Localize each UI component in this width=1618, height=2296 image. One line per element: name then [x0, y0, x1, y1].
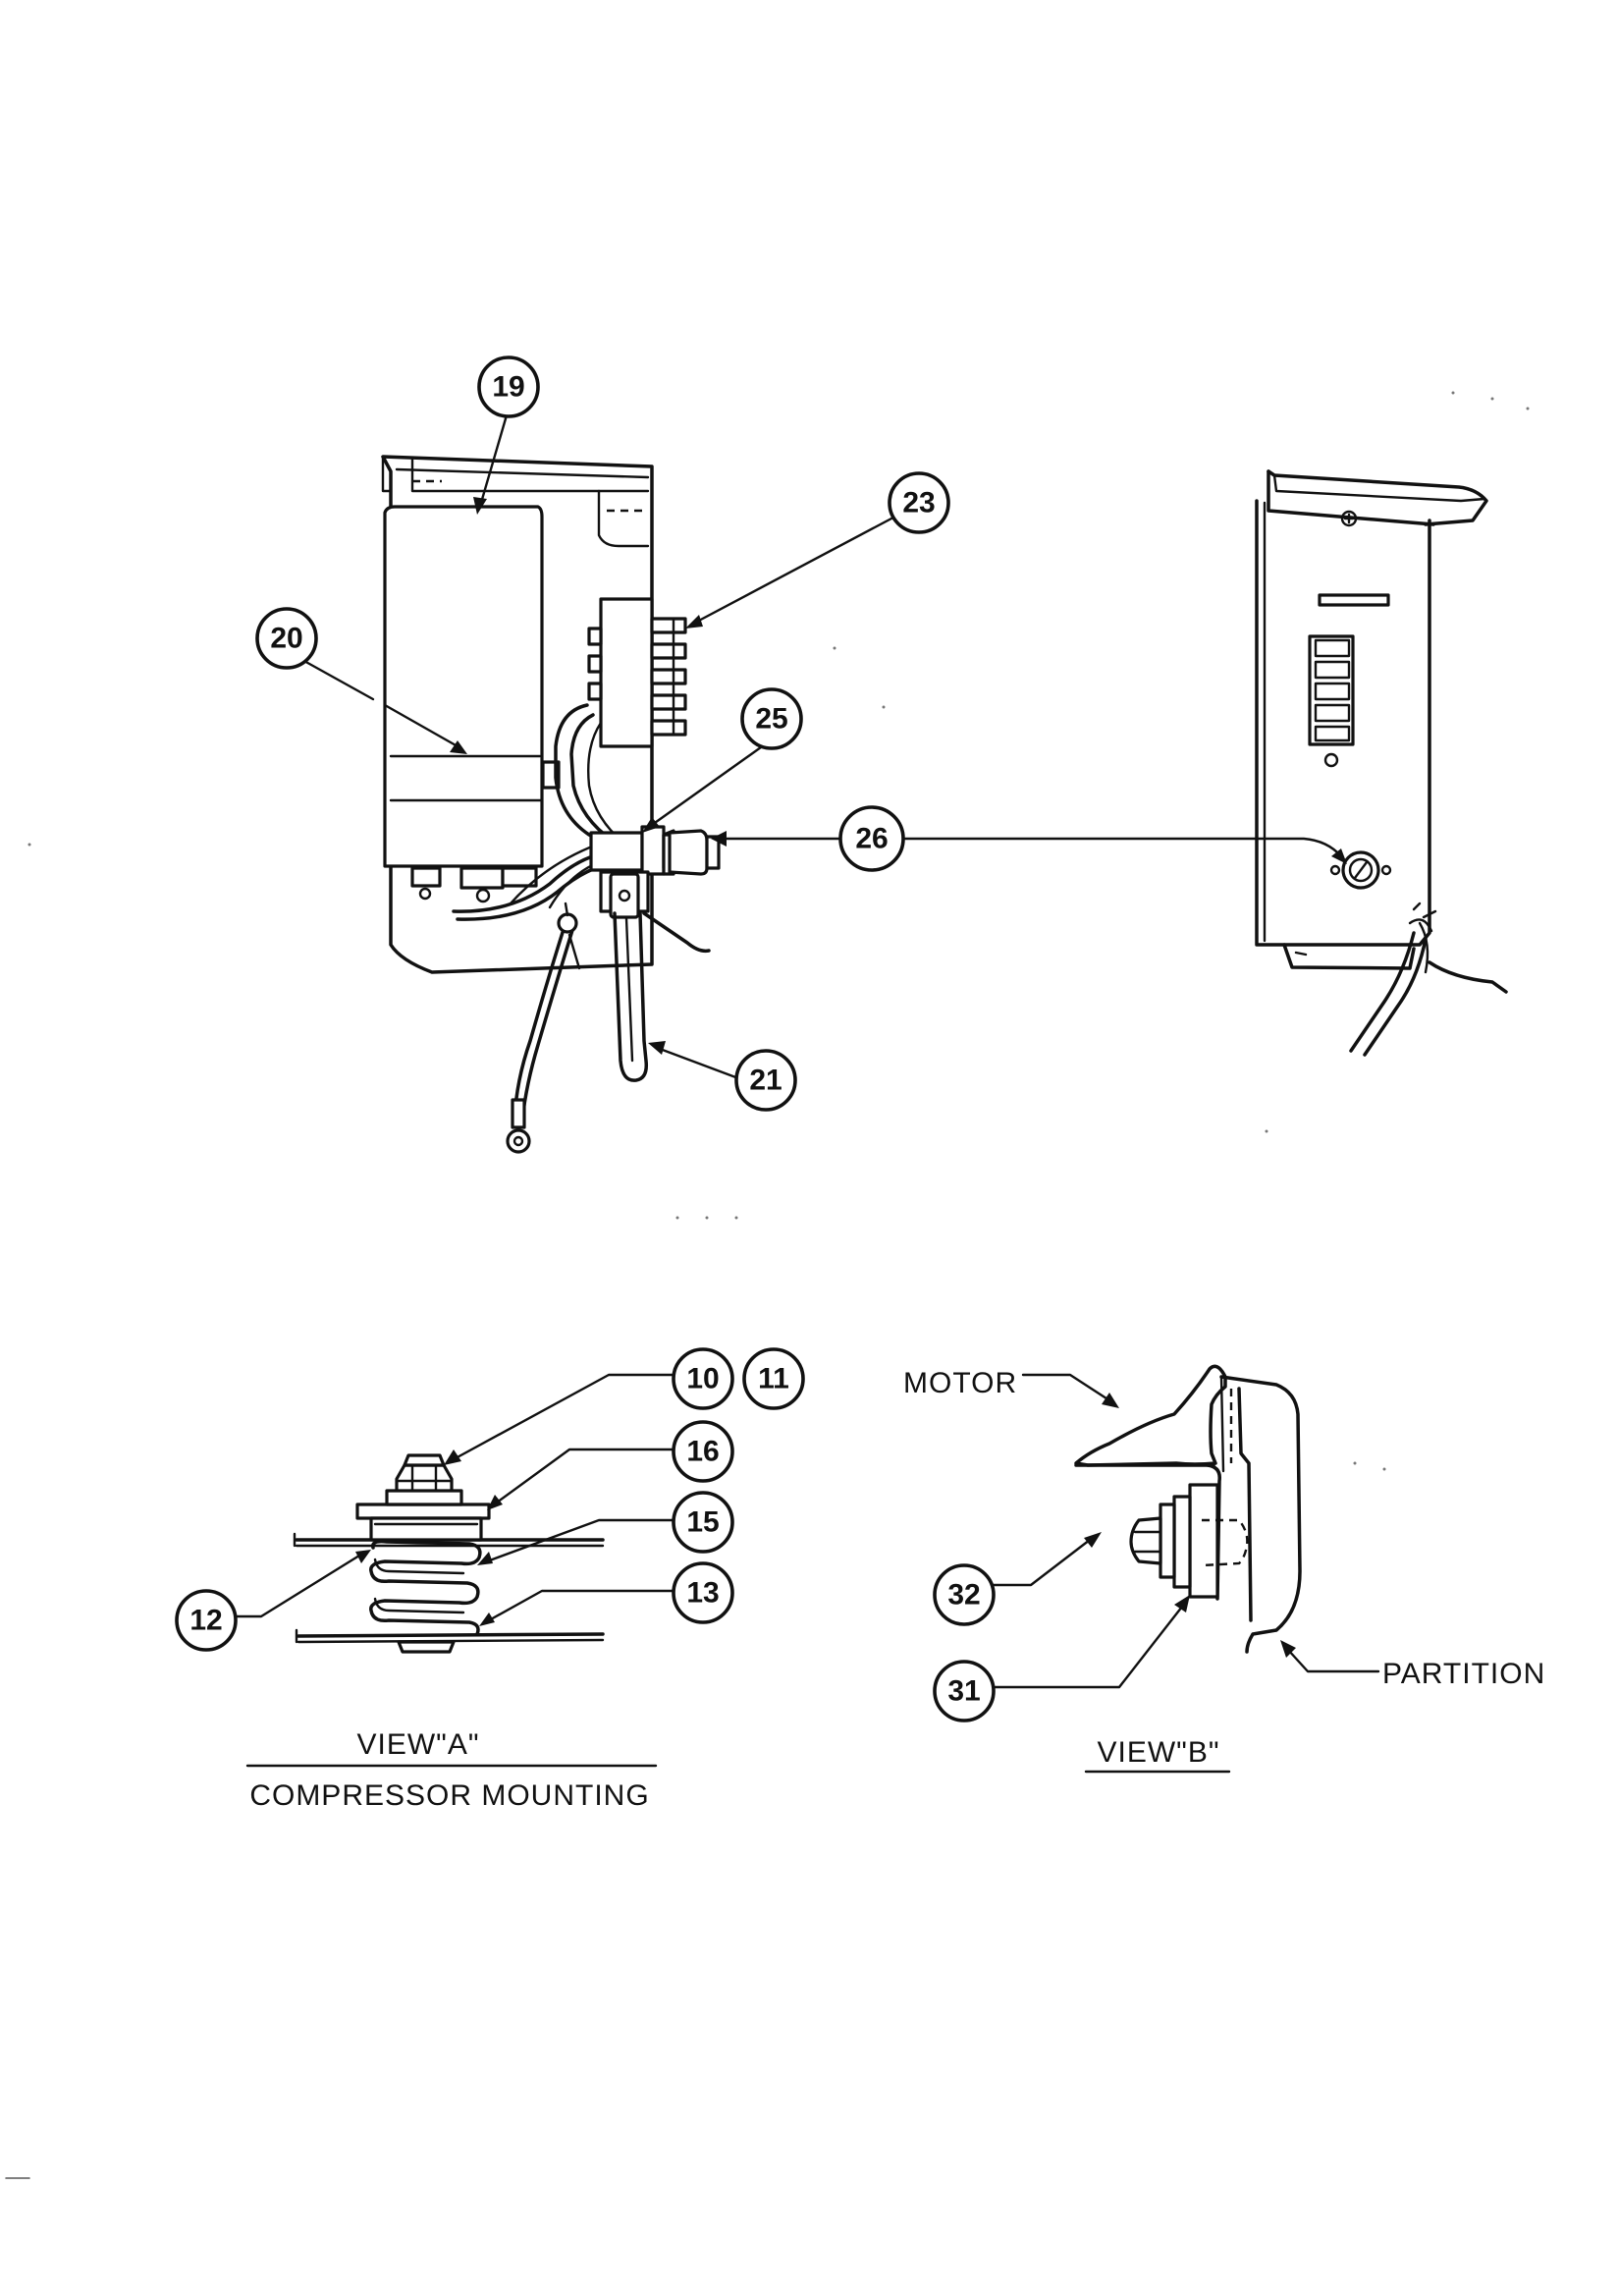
svg-text:10: 10 — [686, 1363, 719, 1395]
wiring-harness — [452, 703, 630, 921]
svg-text:19: 19 — [492, 371, 524, 404]
callout-13: 13 — [672, 1561, 734, 1624]
callout-16: 16 — [672, 1420, 734, 1483]
callout-11: 11 — [742, 1347, 805, 1410]
power-cord — [613, 911, 711, 1082]
view-b-title: VIEW"B" — [1084, 1736, 1231, 1774]
terminal-block — [587, 597, 687, 748]
view-a-compressor-mounting — [293, 1453, 605, 1654]
view-a-label: VIEW"A" — [357, 1728, 480, 1761]
svg-text:32: 32 — [947, 1579, 980, 1612]
callout-32: 32 — [933, 1563, 996, 1626]
view-a-caption: COMPRESSOR MOUNTING — [249, 1779, 649, 1812]
switch-panel — [1308, 634, 1355, 768]
svg-text:16: 16 — [686, 1436, 719, 1468]
callout-20: 20 — [255, 607, 318, 670]
svg-text:12: 12 — [189, 1605, 222, 1637]
leader-lines — [234, 407, 1380, 1689]
view-a-title: VIEW"A" COMPRESSOR MOUNTING — [245, 1728, 658, 1812]
svg-text:11: 11 — [758, 1363, 789, 1395]
callout-25: 25 — [740, 687, 803, 750]
svg-text:25: 25 — [755, 703, 787, 736]
callout-26: 26 — [838, 805, 905, 872]
connector-block — [589, 825, 683, 919]
receptacle — [1329, 850, 1392, 890]
control-box-front-view — [1255, 469, 1508, 1057]
svg-text:23: 23 — [902, 487, 935, 519]
control-box-side-view — [381, 455, 721, 1154]
callout-12: 12 — [175, 1589, 238, 1652]
ground-wire — [506, 902, 581, 1154]
plug — [668, 829, 721, 876]
view-b-motor-mounting — [1074, 1364, 1302, 1654]
callout-19: 19 — [477, 355, 540, 418]
view-b-label: VIEW"B" — [1098, 1736, 1220, 1769]
svg-text:31: 31 — [947, 1675, 980, 1708]
callout-10: 10 — [672, 1347, 734, 1410]
svg-text:20: 20 — [270, 623, 302, 655]
partition-label: PARTITION — [1382, 1658, 1545, 1690]
svg-text:21: 21 — [749, 1065, 782, 1097]
callout-31: 31 — [933, 1660, 996, 1722]
callout-21: 21 — [734, 1049, 797, 1112]
svg-text:26: 26 — [855, 823, 888, 855]
svg-text:13: 13 — [686, 1577, 719, 1610]
callout-15: 15 — [672, 1491, 734, 1554]
scan-noise — [5, 391, 1530, 2179]
capacitor — [383, 505, 561, 903]
callout-23: 23 — [888, 471, 950, 534]
svg-text:15: 15 — [686, 1506, 719, 1539]
motor-label: MOTOR — [903, 1367, 1017, 1399]
